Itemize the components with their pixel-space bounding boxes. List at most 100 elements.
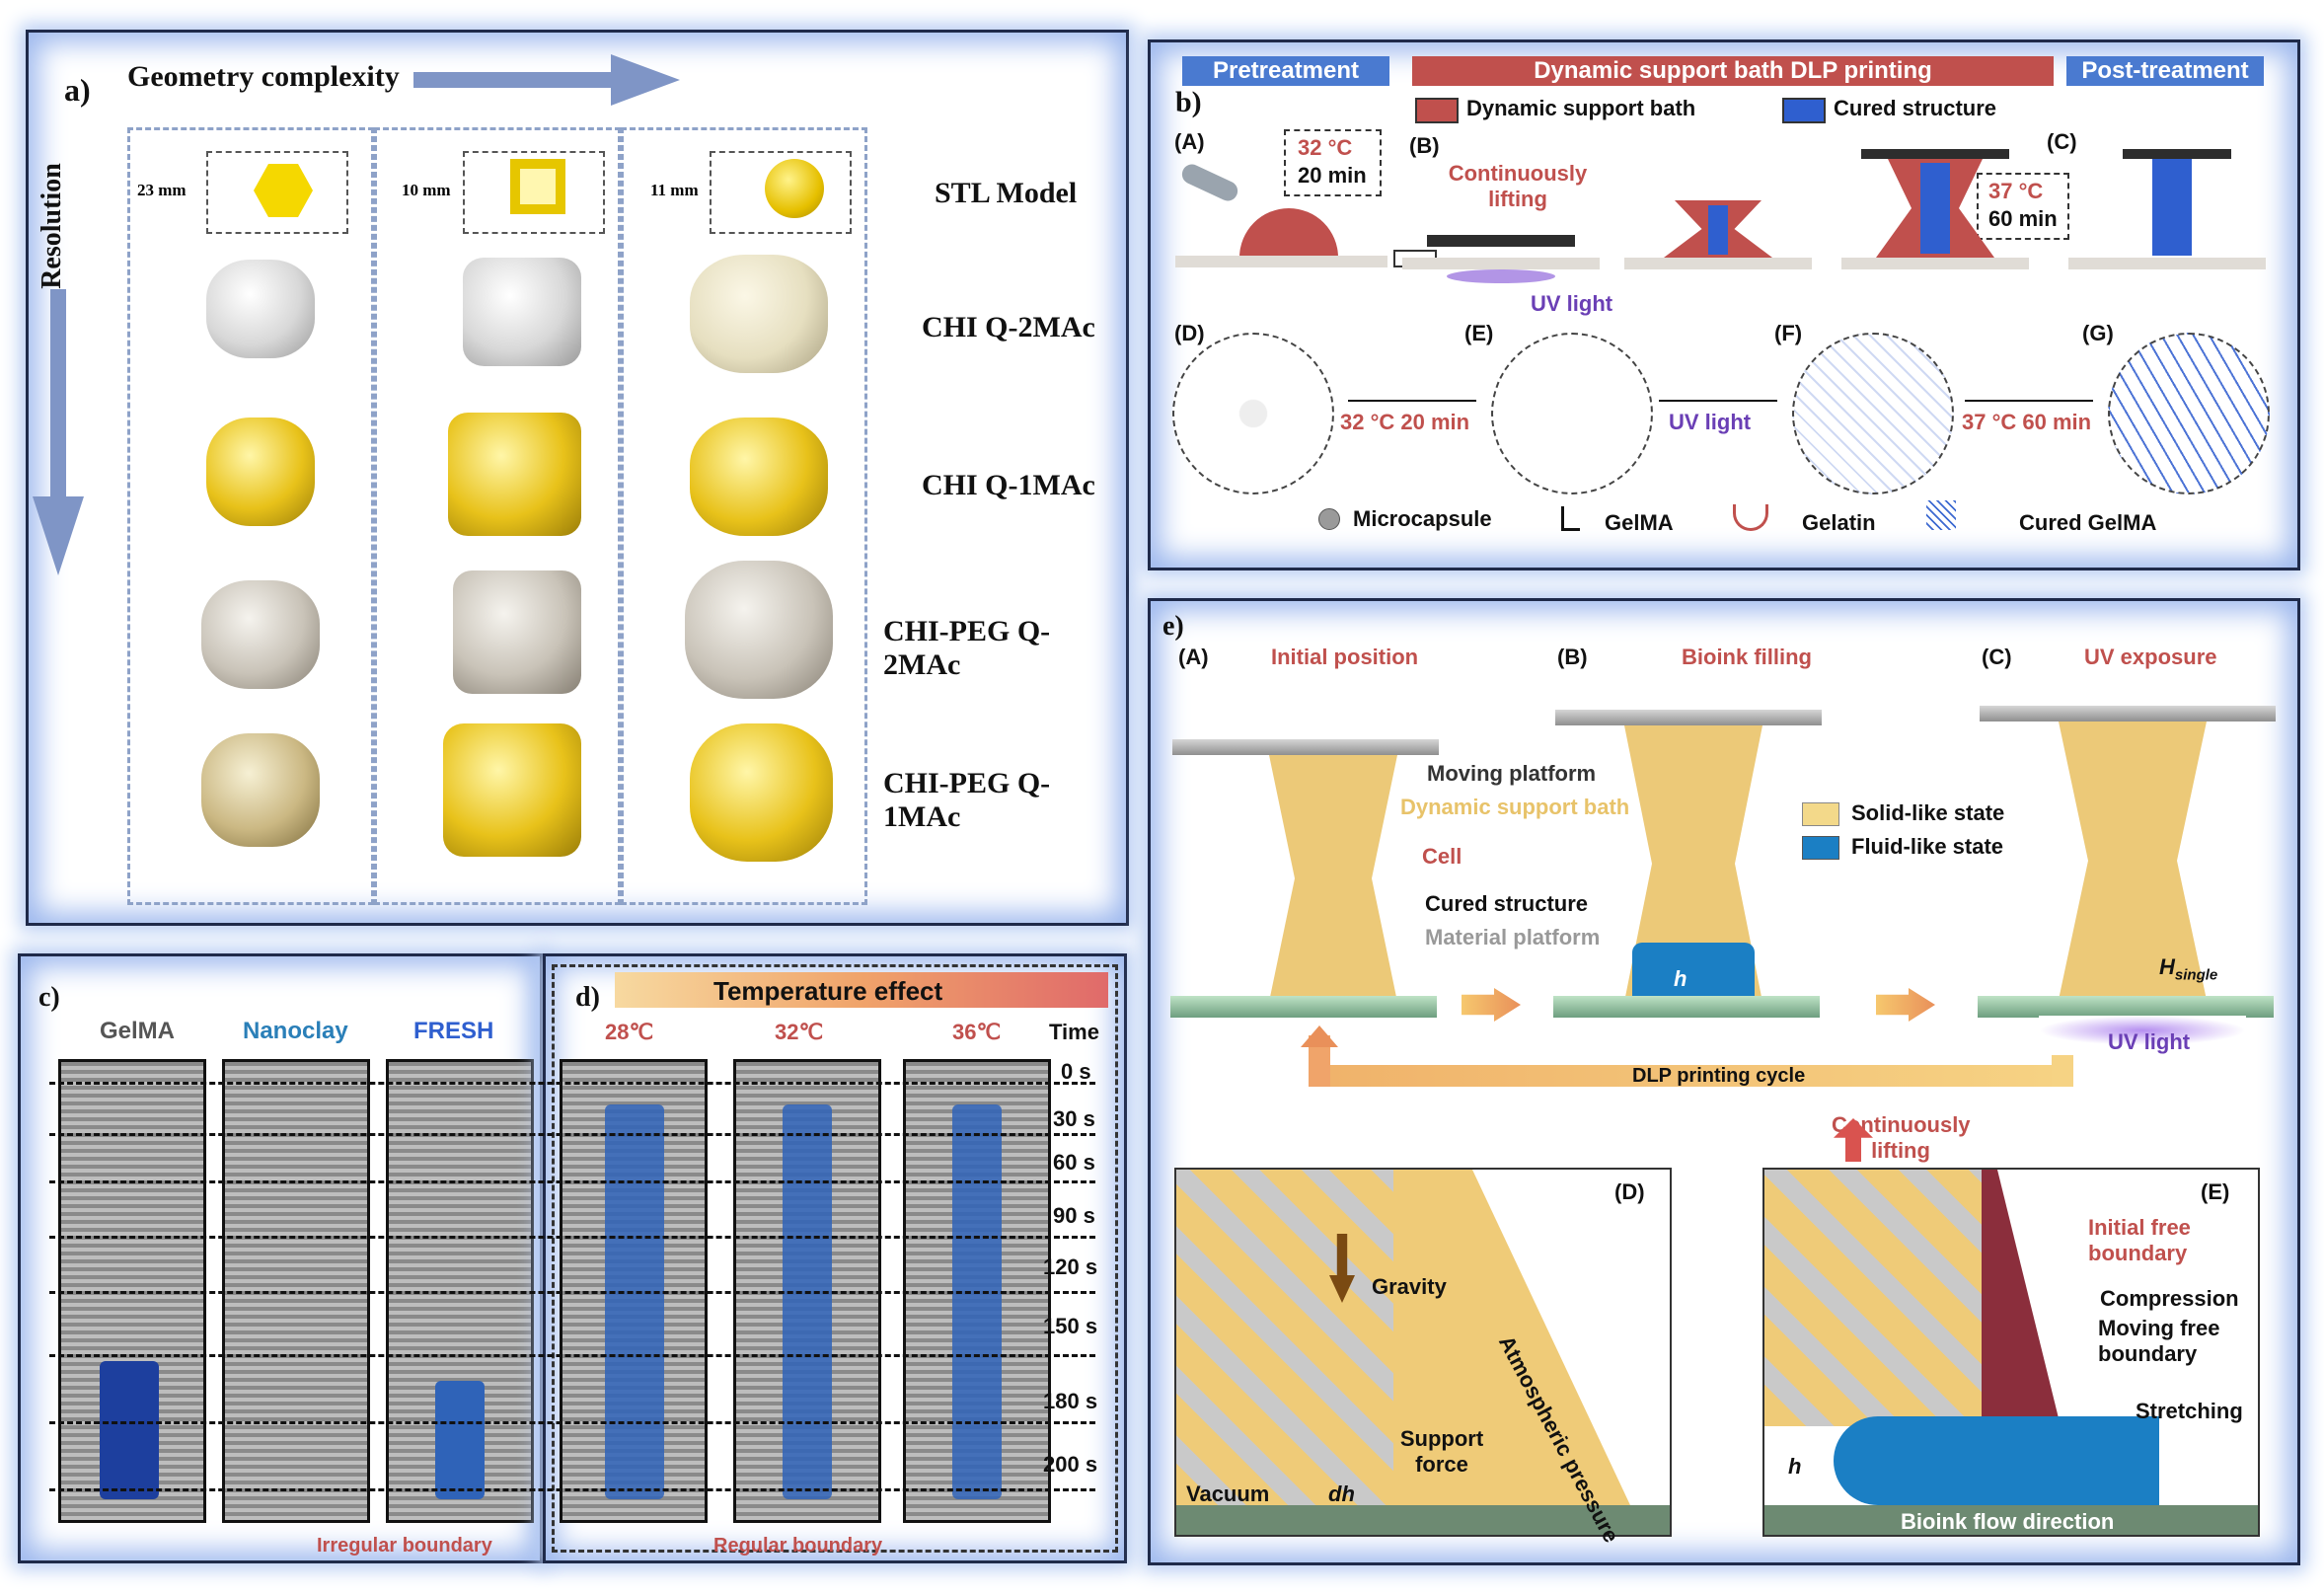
material-platform-a [1170, 996, 1437, 1018]
divider-180s [49, 1421, 1095, 1424]
initial-free-boundary: Initial free boundary [2088, 1215, 2191, 1265]
row-label-peg-q2: CHI-PEG Q-2MAc [883, 615, 1051, 681]
dlp-cycle-right [2052, 1055, 2073, 1087]
sample-pumpkin-chi-q2 [690, 255, 828, 373]
dlp-cycle-arrowhead [1301, 1025, 1338, 1047]
zoom-e-compression [1982, 1170, 2061, 1426]
zoom-d [1174, 1168, 1672, 1537]
pumpkin-stl-model [765, 159, 824, 218]
dlp-cycle-bar [1309, 1065, 2073, 1087]
sample-hex-peg-q1 [201, 733, 320, 847]
step-f: (F) [1774, 321, 1803, 345]
cured-gelma-icon [1926, 500, 1956, 530]
moving-free-boundary: Moving free boundary [2098, 1316, 2220, 1366]
circle-e [1491, 333, 1653, 494]
uv-light-e: UV light [2108, 1029, 2191, 1054]
dh-label: dh [1328, 1481, 1355, 1506]
process-arrow-2 [1659, 400, 1777, 402]
legend-solid-swatch [1802, 802, 1839, 826]
gelma-blue-fill [100, 1361, 159, 1499]
legend-swatch-bath [1415, 98, 1459, 123]
condition-temp-2: 37 °C [1988, 179, 2044, 203]
divider-200s [49, 1488, 1095, 1491]
material-platform-b [1553, 996, 1820, 1018]
arrow-label-32: 32 °C 20 min [1340, 410, 1470, 434]
step-g: (G) [2082, 321, 2114, 345]
sample-cube-peg-q1 [443, 723, 581, 857]
time-60: 60 s [1053, 1150, 1095, 1175]
arrow-a-to-b [1462, 988, 1521, 1022]
process-arrow-1 [1348, 400, 1476, 402]
resolution-label: Resolution [36, 163, 67, 289]
col-32: 32℃ [775, 1020, 824, 1044]
fill-32 [783, 1104, 832, 1499]
divider-90s [49, 1236, 1095, 1239]
time-120: 120 s [1043, 1254, 1098, 1279]
arrow-label-uv: UV light [1669, 410, 1752, 434]
cured-core-1 [1708, 205, 1728, 255]
step-e-c: (C) [1982, 645, 2012, 669]
h-label-b: h [1674, 966, 1687, 991]
dlp-cycle-label: DLP printing cycle [1632, 1065, 1806, 1087]
panel-b: Pretreatment Dynamic support bath DLP pr… [1148, 39, 2300, 570]
circle-g [2108, 333, 2270, 494]
sample-cube-chi-q2 [463, 258, 581, 366]
col-gelma: GelMA [100, 1018, 176, 1044]
step-c: (C) [2047, 129, 2077, 154]
row-label-stl: STL Model [935, 177, 1078, 209]
cube-stl-model [510, 159, 565, 214]
fresh-blue-fill [435, 1381, 485, 1499]
label-material-platform: Material platform [1425, 925, 1601, 949]
sample-pumpkin-peg-q2 [685, 561, 833, 699]
step-e-e: (E) [2201, 1179, 2230, 1204]
moving-platform-c [1980, 706, 2276, 722]
hourglass-a [1269, 755, 1397, 1002]
column-box-1 [127, 127, 374, 905]
h-label-e: h [1788, 1454, 1802, 1479]
microcapsule-icon [1318, 508, 1340, 530]
sample-hex-peg-q2 [201, 580, 320, 689]
stage-plate-5 [2068, 258, 2266, 269]
platform-b [1427, 235, 1575, 247]
header-pretreatment: Pretreatment [1182, 56, 1389, 86]
uv-light-b: UV light [1531, 291, 1613, 316]
stage-plate-1 [1175, 256, 1387, 267]
sample-pumpkin-chi-q1 [690, 418, 828, 536]
legend-gelatin: Gelatin [1802, 510, 1876, 535]
continuous-lifting-b: Continuously lifting [1448, 161, 1588, 211]
circle-f [1792, 333, 1954, 494]
panel-a: a) Geometry complexity Resolution 23 mm … [26, 30, 1129, 926]
bioink-flow-direction: Bioink flow direction [1901, 1509, 2115, 1534]
dim-label-1: 23 mm [137, 181, 187, 199]
fill-36 [952, 1104, 1002, 1499]
legend-bath: Dynamic support bath [1466, 96, 1696, 120]
col-36: 36℃ [952, 1020, 1002, 1044]
h-single-sub: single [2174, 966, 2218, 984]
condition-temp-1: 32 °C [1298, 135, 1353, 160]
title-uv-exposure: UV exposure [2084, 645, 2217, 669]
col-28: 28℃ [605, 1020, 654, 1044]
moving-platform-a [1172, 739, 1439, 755]
zoom-e [1762, 1168, 2260, 1537]
divider-0s [49, 1082, 1095, 1085]
support-force-label: Support force [1399, 1426, 1484, 1477]
legend-fluid: Fluid-like state [1851, 834, 2004, 859]
time-200: 200 s [1043, 1452, 1098, 1477]
title-bioink-filling: Bioink filling [1682, 645, 1812, 669]
condition-time-1: 20 min [1298, 163, 1367, 188]
panel-b-label: b) [1175, 86, 1202, 118]
process-arrow-3 [1965, 400, 2093, 402]
material-platform-c [1978, 996, 2274, 1018]
legend-swatch-cured [1782, 98, 1826, 123]
panel-a-label: a) [64, 72, 91, 108]
geometry-complexity-label: Geometry complexity [127, 60, 400, 93]
dim-bracket-3 [710, 151, 852, 234]
step-e-a: (A) [1178, 645, 1209, 669]
gelatin-icon [1733, 504, 1768, 531]
legend-cured-gelma: Cured GelMA [2019, 510, 2157, 535]
regular-boundary: Regular boundary [713, 1535, 883, 1557]
sample-hex-chi-q2 [206, 260, 315, 358]
step-d: (D) [1174, 321, 1205, 345]
panel-e: e) (A) Initial position (B) Bioink filli… [1148, 598, 2300, 1565]
dlp-cycle-up [1309, 1035, 1330, 1087]
